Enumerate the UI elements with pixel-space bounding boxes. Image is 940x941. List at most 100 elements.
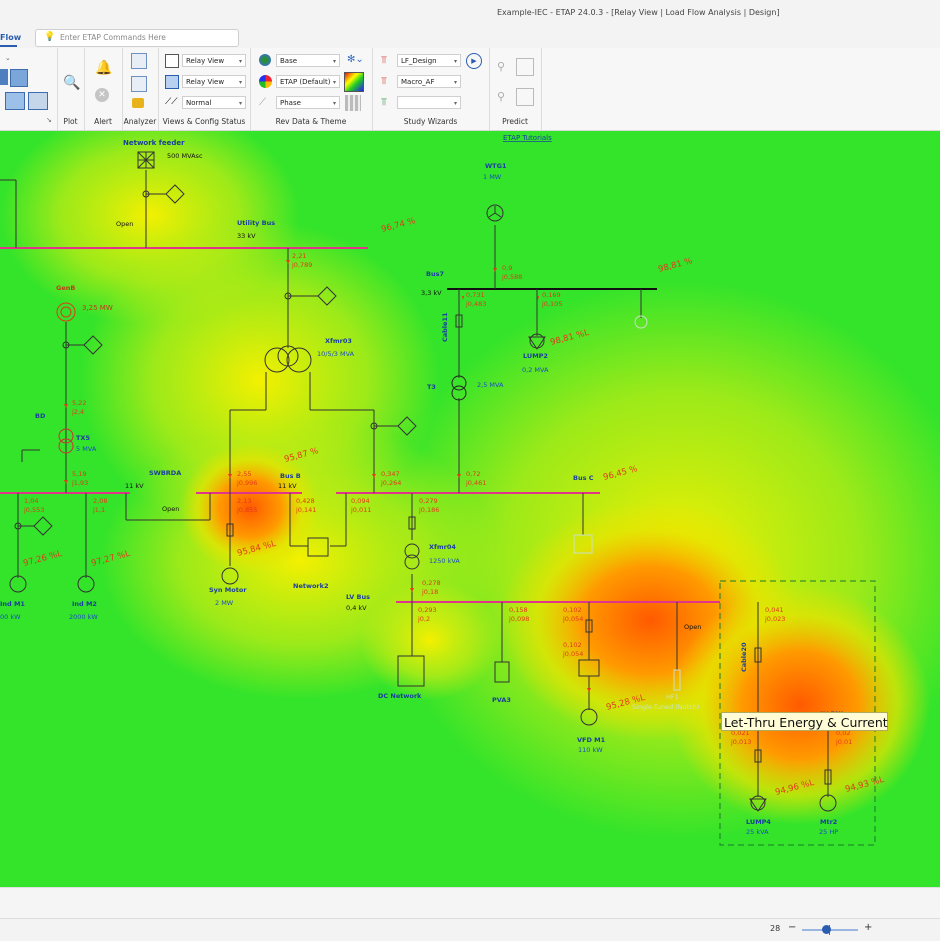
zoom-out-button[interactable]: − bbox=[788, 922, 797, 933]
sparkle-icon[interactable]: ✻⌄ bbox=[347, 54, 364, 65]
network2-symbol[interactable] bbox=[307, 537, 329, 557]
magnifier-icon[interactable]: 🔍 bbox=[63, 75, 81, 91]
ribbon-group-predict: ⚲ ⚲ Predict bbox=[489, 48, 542, 130]
close-circle-icon[interactable]: ✕ bbox=[95, 88, 109, 102]
xfmr04-rating: 1250 kVA bbox=[429, 557, 460, 565]
xfmr03-symbol[interactable] bbox=[264, 347, 290, 373]
relay-symbol[interactable] bbox=[83, 335, 103, 355]
t3-symbol[interactable] bbox=[451, 375, 467, 391]
wizard-dropdown-lf-value: LF_Design bbox=[401, 57, 437, 65]
predict-icon-2[interactable] bbox=[516, 58, 534, 76]
chevron-down-icon: ▾ bbox=[332, 58, 336, 65]
heatmap-theme-button[interactable] bbox=[344, 72, 364, 92]
flow-active-value: 0,428 bbox=[296, 497, 315, 505]
relay-symbol[interactable] bbox=[33, 516, 53, 536]
views-dropdown-2[interactable]: Relay View▾ bbox=[182, 75, 246, 88]
views-dropdown-3[interactable]: Normal▾ bbox=[182, 96, 246, 109]
syn-motor-symbol[interactable] bbox=[221, 567, 239, 585]
synmotor-label: Syn Motor bbox=[209, 586, 247, 594]
wizard-dropdown-blank[interactable]: ▾ bbox=[397, 96, 461, 109]
flow-reactive-value: j0,054 bbox=[562, 650, 583, 658]
predict-icon-1[interactable]: ⚲ bbox=[497, 60, 506, 73]
analyzer-grid-icon[interactable] bbox=[131, 76, 147, 92]
etap-tutorials-link[interactable]: ETAP Tutorials bbox=[503, 134, 552, 142]
command-search-input[interactable]: 💡 Enter ETAP Commands Here bbox=[35, 29, 239, 47]
genb-symbol[interactable] bbox=[56, 302, 76, 322]
chevron-down-icon[interactable]: ⌄ bbox=[5, 54, 11, 62]
symbols bbox=[9, 151, 837, 812]
vfd-m1-symbol[interactable] bbox=[580, 708, 598, 726]
mtr2-symbol[interactable] bbox=[819, 794, 837, 812]
alert-group-label: Alert bbox=[94, 117, 112, 126]
views-dropdown-1[interactable]: Relay View▾ bbox=[182, 54, 246, 67]
zoom-in-button[interactable]: + bbox=[864, 922, 873, 933]
wizard-dropdown-macro[interactable]: Macro_AF▾ bbox=[397, 75, 461, 88]
bus7-kv: 3,3 kV bbox=[421, 289, 442, 297]
heat-zone bbox=[360, 580, 500, 700]
phase-color-button[interactable] bbox=[345, 95, 361, 111]
lump4-symbol[interactable] bbox=[749, 798, 767, 812]
overview-button[interactable] bbox=[5, 92, 25, 110]
flow-reactive-value: j0,013 bbox=[730, 738, 751, 746]
ind-m1-symbol[interactable] bbox=[9, 575, 27, 593]
xfmr04-symbol[interactable] bbox=[404, 543, 420, 559]
ribbon-group-wizards: ⫪ LF_Design▾ ▶ ⫪ Macro_AF▾ ⫪ ▾ Study Wiz… bbox=[372, 48, 490, 130]
let-thru-group-box[interactable] bbox=[719, 580, 876, 846]
relay-mode-button[interactable] bbox=[10, 69, 28, 87]
cable20-symbol[interactable] bbox=[754, 647, 762, 663]
open-2: Open bbox=[162, 505, 179, 513]
open-1: Open bbox=[116, 220, 133, 228]
relay-symbol[interactable] bbox=[397, 416, 417, 436]
lvbus-label: LV Bus bbox=[346, 593, 370, 601]
ct-symbol bbox=[62, 341, 70, 349]
wind-turbine-symbol[interactable] bbox=[486, 204, 504, 222]
flow-reactive-value: j0,588 bbox=[501, 273, 522, 281]
flow-reactive-value: j0,553 bbox=[23, 506, 44, 514]
dialog-launcher-icon[interactable]: ↘ bbox=[46, 116, 52, 124]
ribbon-group-mode: ⌄ ↘ bbox=[0, 48, 58, 130]
relay-symbol[interactable] bbox=[165, 184, 185, 204]
rev-dropdown-theme[interactable]: ETAP (Default)▾ bbox=[276, 75, 340, 88]
theme-palette-icon bbox=[259, 75, 272, 88]
trip-button[interactable] bbox=[28, 92, 48, 110]
run-wizard-button[interactable]: ▶ bbox=[466, 53, 482, 69]
network2-label: Network2 bbox=[293, 582, 328, 590]
cable11-symbol[interactable] bbox=[455, 314, 463, 328]
predict-icon-3[interactable]: ⚲ bbox=[497, 90, 506, 103]
analyzer-report-icon[interactable] bbox=[131, 53, 147, 69]
tx5-symbol[interactable] bbox=[58, 428, 74, 444]
chevron-down-icon: ▾ bbox=[238, 79, 242, 86]
dc-network-symbol[interactable] bbox=[397, 655, 425, 687]
vfd-symbol[interactable] bbox=[578, 659, 600, 677]
rev-dropdown-base[interactable]: Base▾ bbox=[276, 54, 340, 67]
mode-toggle-button[interactable] bbox=[0, 69, 8, 85]
rev-dropdown-phase[interactable]: Phase▾ bbox=[276, 96, 340, 109]
pva3-symbol[interactable] bbox=[494, 661, 510, 683]
ind-m2-symbol[interactable] bbox=[77, 575, 95, 593]
ribbon-group-alert: 🔔 ✕ Alert bbox=[84, 48, 123, 130]
lump2-symbol[interactable] bbox=[528, 336, 546, 350]
views-dropdown-3-value: Normal bbox=[186, 99, 212, 107]
flow-active-value: 2,13 bbox=[237, 497, 251, 505]
xfmr03-label: Xfmr03 bbox=[325, 337, 352, 345]
bell-icon[interactable]: 🔔 bbox=[95, 60, 113, 76]
indm1-label: Ind M1 bbox=[0, 600, 25, 608]
flow-reactive-value: j1,1 bbox=[92, 506, 105, 514]
vfdm1-rating: 110 kW bbox=[578, 746, 603, 754]
flow-reactive-value: j1,93 bbox=[71, 479, 88, 487]
blank-wizard-icon: ⫪ bbox=[381, 97, 387, 108]
predict-icon-4[interactable] bbox=[516, 88, 534, 106]
zoom-slider-handle[interactable] bbox=[822, 925, 831, 934]
bus7-label: Bus7 bbox=[426, 270, 444, 278]
wizard-dropdown-lf[interactable]: LF_Design▾ bbox=[397, 54, 461, 67]
views-dropdown-1-value: Relay View bbox=[186, 57, 225, 65]
base-icon bbox=[259, 54, 271, 66]
wtg1-label: WTG1 bbox=[485, 162, 507, 170]
relay-symbol[interactable] bbox=[317, 286, 337, 306]
lock-icon[interactable] bbox=[132, 98, 144, 108]
flow-reactive-value: j0,054 bbox=[562, 615, 583, 623]
tab-flow[interactable]: Flow bbox=[0, 33, 22, 42]
t3-label: T3 bbox=[427, 383, 436, 391]
